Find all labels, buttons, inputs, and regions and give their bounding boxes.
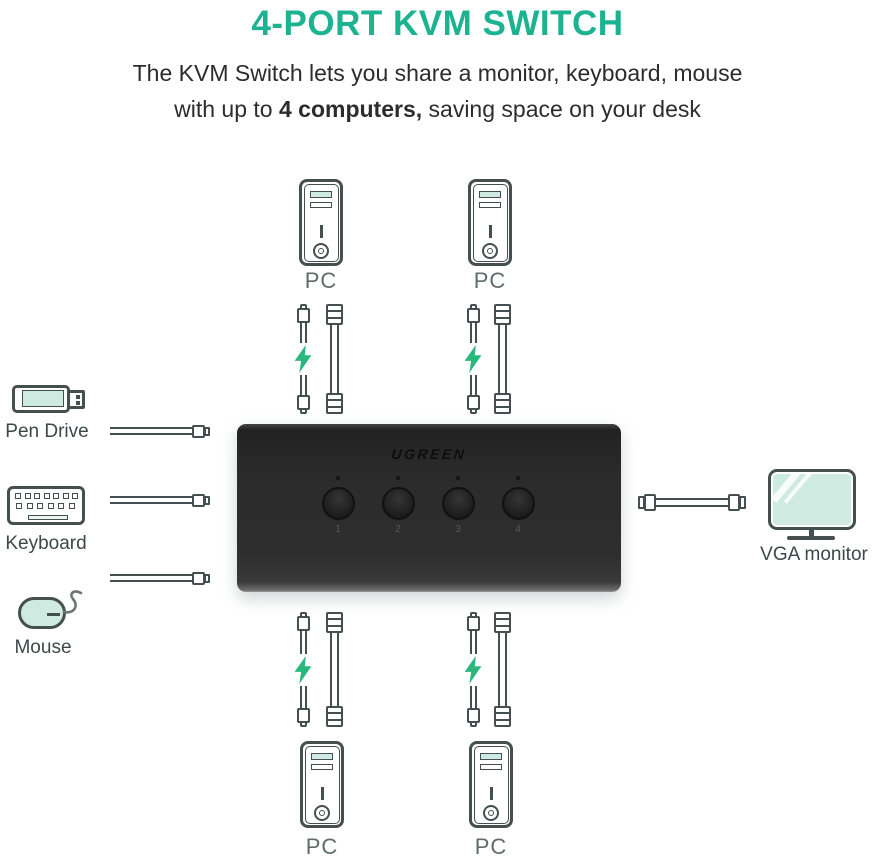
subtitle-line2-post: saving space on your desk — [422, 96, 701, 122]
lightning-bolt-icon — [464, 345, 482, 373]
pen-drive-icon — [12, 385, 70, 413]
peripheral-cable-icon — [110, 493, 210, 507]
port-number: 4 — [515, 524, 521, 535]
subtitle-line2-bold: 4 computers, — [278, 96, 423, 122]
page-title: 4-PORT KVM SWITCH — [251, 4, 624, 43]
pen-drive-label: Pen Drive — [5, 421, 89, 442]
lightning-bolt-icon — [294, 655, 312, 684]
power-line — [320, 787, 324, 800]
port-group-2: 2 — [380, 476, 416, 535]
usb-cable-icon — [464, 304, 482, 414]
subtitle-line2: with up to 4 computers, saving space on … — [0, 96, 875, 123]
led-indicator — [396, 476, 400, 480]
pc-label: PC — [304, 268, 338, 293]
monitor-label: VGA monitor — [760, 544, 868, 565]
drive-bay-slot — [311, 764, 333, 770]
pc-tower-inner-outline — [473, 745, 509, 824]
led-indicator — [336, 476, 340, 480]
drive-bay-slot — [311, 753, 333, 760]
port-number: 3 — [455, 524, 461, 535]
lightning-bolt-icon — [294, 345, 312, 373]
port-group-1: 1 — [320, 476, 356, 535]
monitor-icon — [768, 469, 856, 541]
drive-bay-slot — [479, 202, 501, 208]
usb-cable-icon — [294, 612, 312, 727]
vga-cable-icon — [638, 493, 746, 511]
mouse-icon — [18, 597, 66, 629]
monitor-base — [787, 536, 835, 540]
power-button-icon — [482, 243, 498, 259]
pen-drive-connector — [67, 390, 85, 409]
drive-bay-slot — [310, 202, 332, 208]
led-indicator — [516, 476, 520, 480]
vga-cable-icon — [494, 612, 511, 727]
port-number: 1 — [335, 524, 341, 535]
drive-bay-slot — [480, 764, 502, 770]
pc-tower-icon — [299, 179, 343, 266]
mouse-cable-icon — [62, 590, 83, 614]
pc-tower-inner-outline — [472, 183, 508, 262]
keyboard-label: Keyboard — [5, 533, 87, 554]
pc-tower-icon — [300, 741, 344, 828]
port-button — [501, 487, 535, 520]
vga-cable-icon — [494, 304, 511, 414]
port-button — [321, 487, 355, 520]
power-button-icon — [483, 805, 499, 821]
drive-bay-slot — [479, 191, 501, 198]
power-line — [489, 787, 493, 800]
vga-cable-icon — [326, 304, 343, 414]
pc-tower-icon — [468, 179, 512, 266]
peripheral-cable-icon — [110, 571, 210, 585]
lightning-bolt-icon — [464, 655, 482, 684]
usb-cable-icon — [294, 304, 312, 414]
port-group-4: 4 — [500, 476, 536, 535]
pc-label: PC — [473, 268, 507, 293]
pc-label: PC — [305, 834, 339, 859]
vga-cable-icon — [326, 612, 343, 727]
subtitle-line2-pre: with up to — [174, 96, 279, 122]
power-button-icon — [314, 805, 330, 821]
usb-cable-icon — [464, 612, 482, 727]
mouse-button-line — [47, 613, 60, 616]
port-button — [441, 487, 475, 520]
peripheral-cable-icon — [110, 424, 210, 438]
power-button-icon — [313, 243, 329, 259]
pc-label: PC — [474, 834, 508, 859]
monitor-screen — [768, 469, 856, 530]
port-button — [381, 487, 415, 520]
power-line — [488, 225, 492, 238]
spacebar-key — [28, 515, 68, 520]
kvm-switch-device: UGREEN 1 2 3 4 — [237, 424, 621, 592]
pc-tower-inner-outline — [303, 183, 339, 262]
keyboard-icon — [7, 486, 85, 525]
port-group-3: 3 — [440, 476, 476, 535]
mouse-label: Mouse — [14, 637, 72, 658]
subtitle-line1: The KVM Switch lets you share a monitor,… — [132, 60, 743, 86]
drive-bay-slot — [310, 191, 332, 198]
ugreen-logo: UGREEN — [390, 446, 468, 462]
monitor-stand — [809, 529, 814, 537]
port-number: 2 — [395, 524, 401, 535]
power-line — [319, 225, 323, 238]
drive-bay-slot — [480, 753, 502, 760]
pc-tower-icon — [469, 741, 513, 828]
led-indicator — [456, 476, 460, 480]
pc-tower-inner-outline — [304, 745, 340, 824]
